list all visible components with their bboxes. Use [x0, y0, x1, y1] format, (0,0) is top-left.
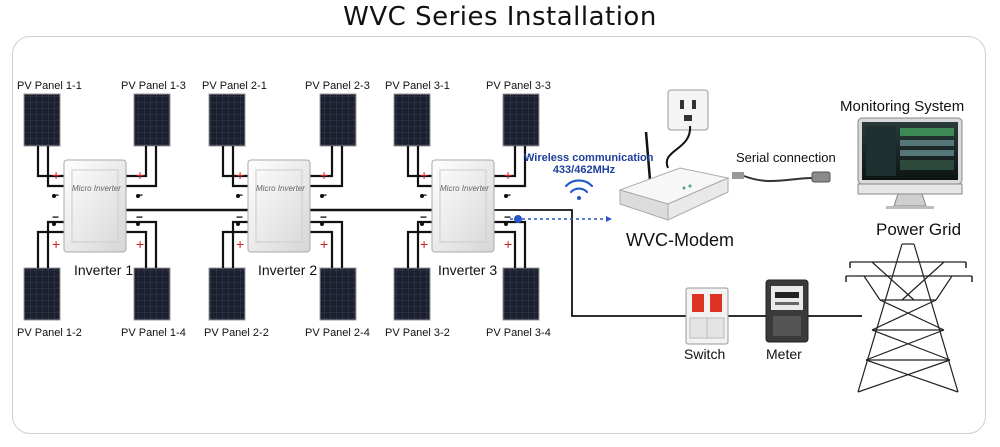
inverter-face-text: Micro Inverter [440, 184, 489, 193]
label-pv-panel-3-3: PV Panel 3-3 [486, 80, 551, 92]
label-pv-panel-3-4: PV Panel 3-4 [486, 327, 551, 339]
diagram-frame [12, 36, 986, 434]
polarity-plus: + [236, 167, 245, 183]
polarity-minus: − [236, 188, 244, 202]
polarity-minus: − [420, 188, 428, 202]
label-wvc-modem: WVC-Modem [626, 230, 735, 250]
polarity-minus: − [136, 210, 144, 224]
connector-dots [52, 194, 508, 226]
switch-breaker-icon [685, 287, 729, 345]
polarity-plus: + [420, 236, 429, 252]
pv-panel-1-1 [23, 93, 61, 147]
pv-panel-3-1 [393, 93, 431, 147]
polarity-plus: + [236, 236, 245, 252]
wall-socket-icon [667, 89, 709, 131]
pv-panel-3-2 [393, 267, 431, 321]
polarity-plus: + [52, 167, 61, 183]
polarity-minus: − [136, 188, 144, 202]
label-pv-panel-1-2: PV Panel 1-2 [17, 327, 82, 339]
pv-panel-1-4 [133, 267, 171, 321]
modem-power-cable [665, 125, 692, 169]
inverter-face-text: Micro Inverter [256, 184, 305, 193]
polarity-minus: − [236, 210, 244, 224]
page-title: WVC Series Installation [343, 2, 657, 32]
wireless-communication-label: Wireless communication 433/462MHz [524, 152, 654, 176]
label-monitoring-system: Monitoring System [840, 98, 965, 115]
micro-inverter-1 [63, 159, 127, 253]
label-pv-panel-2-3: PV Panel 2-3 [305, 80, 370, 92]
polarity-plus: + [504, 236, 513, 252]
polarity-minus: − [420, 210, 428, 224]
label-pv-panel-2-2: PV Panel 2-2 [204, 327, 269, 339]
monitoring-computer-icon [857, 117, 963, 209]
label-inverter-1: Inverter 1 [74, 262, 134, 278]
label-pv-panel-1-1: PV Panel 1-1 [17, 80, 82, 92]
pv-panel-3-4 [502, 267, 540, 321]
polarity-plus: + [52, 236, 61, 252]
polarity-plus: + [320, 236, 329, 252]
pv-panel-2-1 [208, 93, 246, 147]
polarity-minus: − [320, 210, 328, 224]
label-power-grid: Power Grid [876, 220, 962, 239]
label-pv-panel-3-1: PV Panel 3-1 [385, 80, 450, 92]
label-switch: Switch [684, 346, 726, 362]
label-inverter-2: Inverter 2 [258, 262, 318, 278]
label-pv-panel-2-1: PV Panel 2-1 [202, 80, 267, 92]
polarity-plus: + [504, 167, 513, 183]
polarity-minus: − [504, 188, 512, 202]
polarity-minus: − [52, 210, 60, 224]
polarity-plus: + [136, 167, 145, 183]
wireless-line-1: Wireless communication [524, 152, 654, 164]
label-meter: Meter [766, 346, 802, 362]
wireless-link [510, 215, 612, 223]
pv-panel-2-4 [319, 267, 357, 321]
serial-cable [732, 171, 831, 183]
wireless-line-2: 433/462MHz [552, 164, 616, 176]
ac-line-to-grid [492, 209, 862, 317]
label-pv-panel-3-2: PV Panel 3-2 [385, 327, 450, 339]
polarity-minus: − [504, 210, 512, 224]
dc-cables [36, 146, 527, 268]
polarity-plus: + [136, 236, 145, 252]
inverter-face-text: Micro Inverter [72, 184, 121, 193]
wifi-icon [564, 179, 594, 200]
electric-meter-icon [765, 279, 809, 343]
micro-inverter-3 [431, 159, 495, 253]
polarity-plus: + [420, 167, 429, 183]
pv-panel-1-2 [23, 267, 61, 321]
label-pv-panel-2-4: PV Panel 2-4 [305, 327, 370, 339]
polarity-plus: + [320, 167, 329, 183]
micro-inverter-2 [247, 159, 311, 253]
pv-panel-2-2 [208, 267, 246, 321]
pv-panel-3-3 [502, 93, 540, 147]
label-serial-connection: Serial connection [736, 150, 836, 165]
pv-panel-1-3 [133, 93, 171, 147]
power-tower-icon [845, 243, 973, 393]
polarity-minus: − [320, 188, 328, 202]
polarity-minus: − [52, 188, 60, 202]
wvc-modem-device [618, 131, 730, 221]
label-inverter-3: Inverter 3 [438, 262, 498, 278]
label-pv-panel-1-4: PV Panel 1-4 [121, 327, 186, 339]
label-pv-panel-1-3: PV Panel 1-3 [121, 80, 186, 92]
pv-panel-2-3 [319, 93, 357, 147]
